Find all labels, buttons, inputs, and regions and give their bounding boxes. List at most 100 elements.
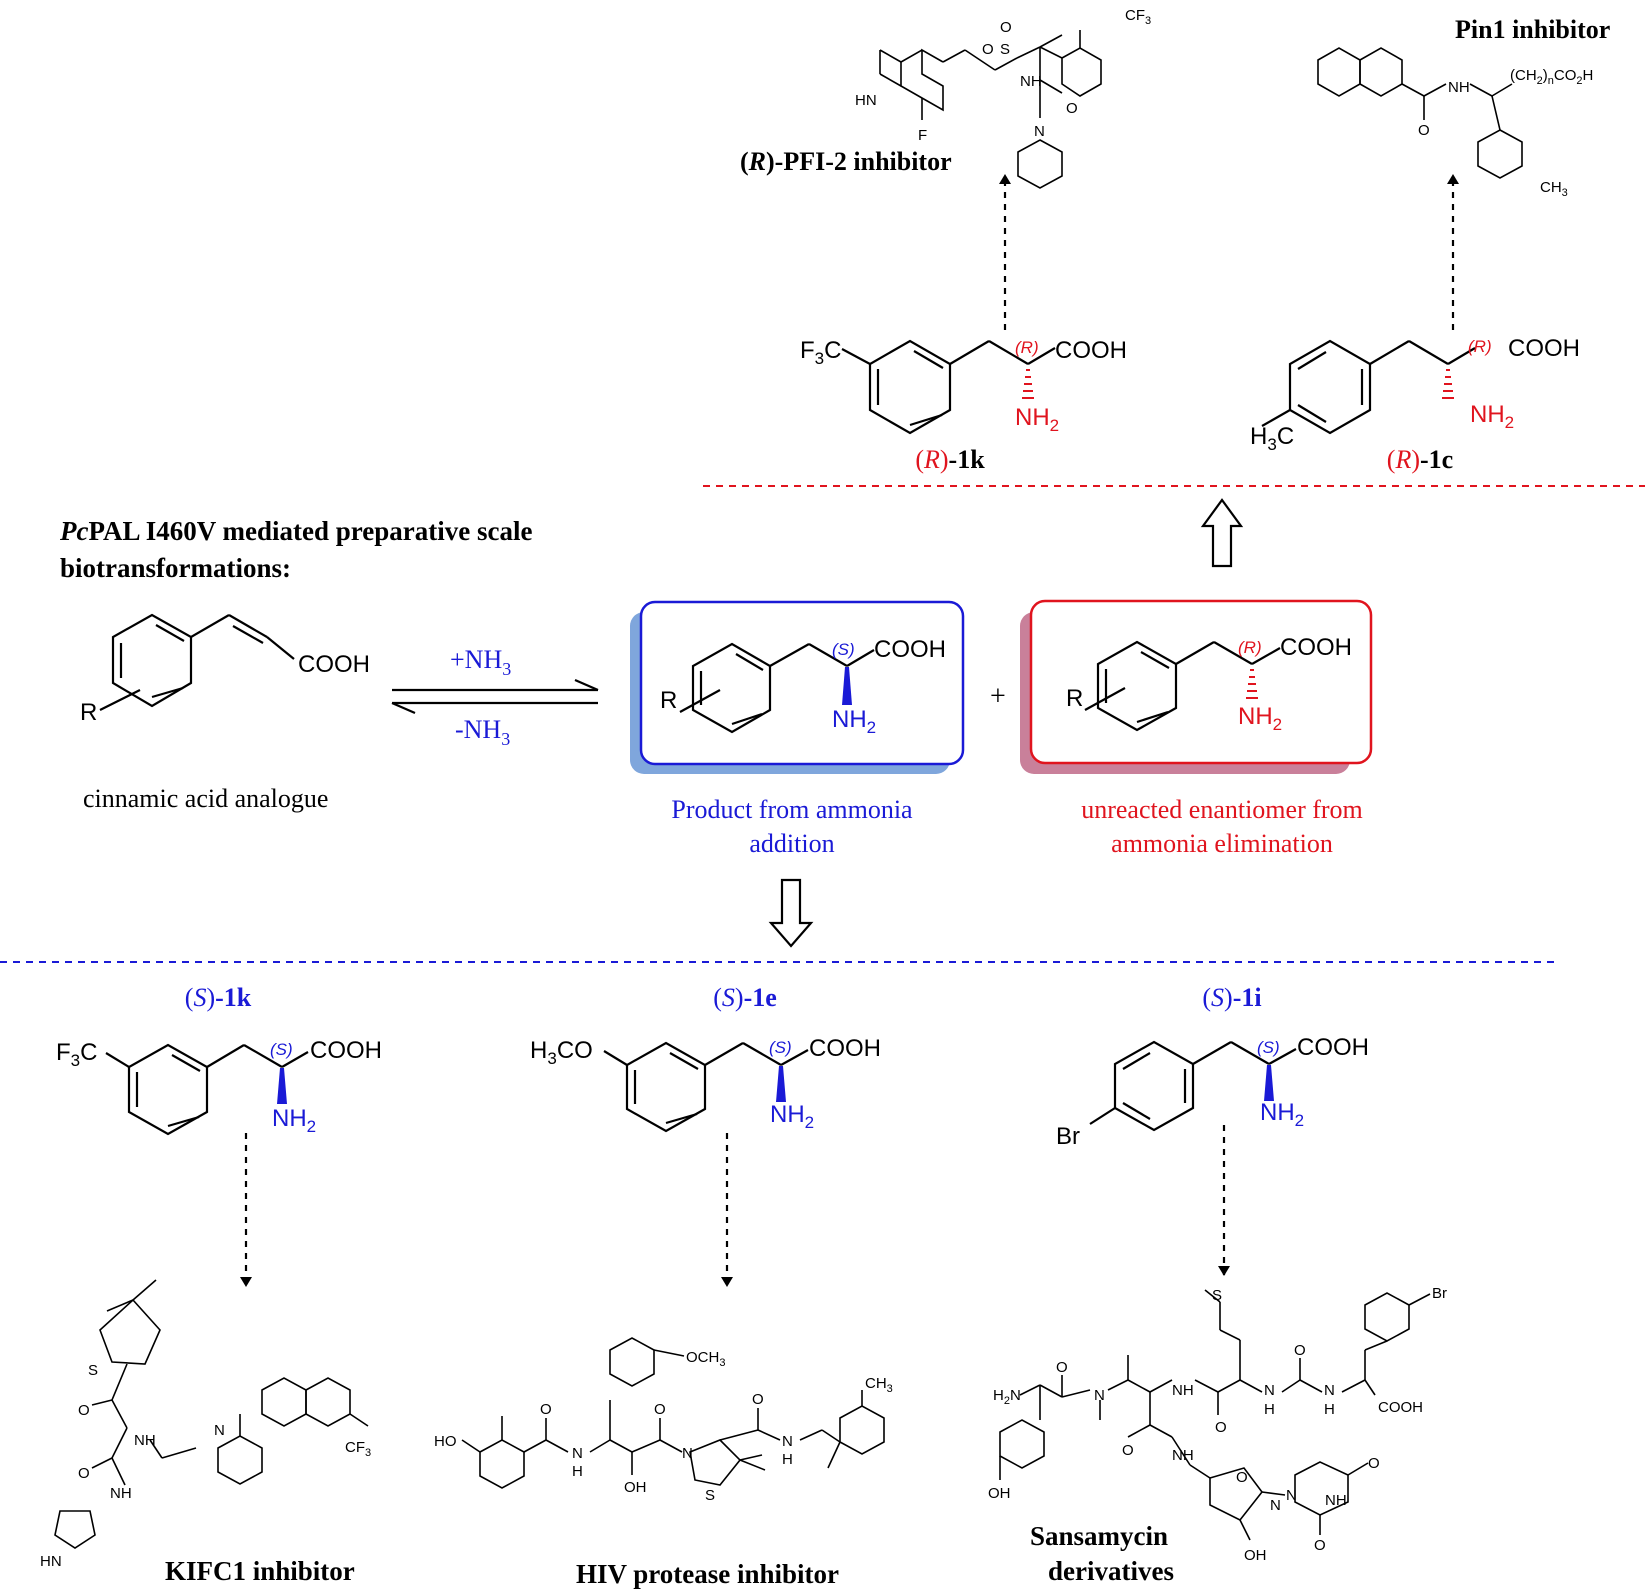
s-1i-structure [1089,1040,1297,1132]
s-1k-cf3: F3C [56,1039,97,1070]
pfi2-hn: HN [855,92,877,109]
sansa-nh3: NH [1325,1492,1347,1509]
pfi2-nh: NH [1020,73,1042,90]
substrate-caption: cinnamic acid analogue [83,784,328,813]
heading-line2: biotransformations: [60,553,291,583]
forward-label: +NH3 [450,645,511,679]
hiv-ho: HO [434,1433,457,1450]
r-enantiomer-box [1029,599,1373,765]
s-box-caption1: Product from ammonia [671,795,913,824]
sansa-nh2: NH [1172,1447,1194,1464]
s-1e-wedge [776,1066,786,1102]
r-box-caption2: ammonia elimination [1111,829,1333,858]
s-1k-label: (S)-1k [185,983,252,1012]
kifc1-o1: O [78,1402,90,1419]
hiv-oh: OH [624,1479,647,1496]
sansa-o4: O [1294,1342,1306,1359]
hiv-s: S [705,1487,715,1504]
r-1k-stereo: (R) [1015,338,1039,357]
r-box-hash [1246,669,1258,699]
sansa-structure [999,1289,1431,1541]
s-product-box [639,600,965,766]
r-box-amine: NH2 [1238,703,1282,734]
s-box-acid: COOH [874,636,946,663]
sansa-n3: N [1324,1382,1335,1399]
pin1-structure [1317,47,1523,179]
hiv-structure [461,1337,885,1489]
r-box-stereo: (R) [1238,638,1262,657]
pfi2-n: N [1034,123,1045,140]
r-1c-ch3: H3C [1250,423,1294,454]
sansa-o6: O [1368,1455,1380,1472]
sansa-oh2: OH [1244,1547,1267,1564]
r-1c-hash [1442,369,1454,399]
s-1e-label: (S)-1e [713,983,777,1012]
s-1e-acid: COOH [809,1035,881,1062]
s-box-amine: NH2 [832,706,876,737]
s-box-wedge [842,667,852,705]
hiv-o1: O [540,1401,552,1418]
pin1-nh: NH [1448,79,1470,96]
kifc1-hn: HN [40,1553,62,1570]
s-1k-amine: NH2 [272,1105,316,1136]
hiv-label: HIV protease inhibitor [576,1559,839,1589]
sansa-o1: O [1056,1359,1068,1376]
s-1e-stereo: (S) [769,1038,792,1057]
pin1-ch3: CH3 [1540,179,1568,199]
pfi2-structure [879,30,1102,189]
equilibrium-arrows [391,678,599,715]
hiv-o2: O [654,1401,666,1418]
hiv-n2: N [682,1445,693,1462]
pin1-o: O [1418,122,1430,139]
sansa-o5: O [1236,1469,1248,1486]
s-box-structure [679,642,875,734]
plus-sign: + [990,681,1006,712]
kifc1-nh2: NH [110,1485,132,1502]
r-1k-structure [841,339,1056,435]
sansa-oh1: OH [988,1485,1011,1502]
pfi2-o1: O [1000,19,1012,36]
kifc1-o2: O [78,1465,90,1482]
r-box-structure [1084,640,1281,732]
kifc1-nh1: NH [134,1432,156,1449]
s-1i-br: Br [1056,1123,1080,1150]
s-1k-acid: COOH [310,1037,382,1064]
s-box-r: R [660,687,677,714]
s-1i-amine: NH2 [1260,1099,1304,1130]
s-1e-amine: NH2 [770,1101,814,1132]
kifc1-cf3: CF3 [345,1439,371,1459]
sansa-n1: N [1094,1387,1105,1404]
s-1e-structure [603,1041,809,1133]
hiv-ch3: CH3 [865,1375,893,1395]
r-1k-acid: COOH [1055,337,1127,364]
pfi2-o3: O [1066,100,1078,117]
r-1c-amine: NH2 [1470,401,1514,432]
sansa-h2n: H2N [993,1387,1021,1407]
kifc1-n: N [214,1422,225,1439]
sansa-n5: N [1270,1497,1281,1514]
pfi2-cf3: CF3 [1125,7,1151,27]
r-box-r: R [1066,685,1083,712]
s-1i-label: (S)-1i [1202,983,1261,1012]
kifc1-s: S [88,1362,98,1379]
hiv-n3: N [782,1433,793,1450]
s-1i-acid: COOH [1297,1034,1369,1061]
pin1-label: Pin1 inhibitor [1455,15,1610,44]
sansa-s: S [1212,1287,1222,1304]
r-1c-structure [1261,339,1476,435]
sansa-o3: O [1122,1442,1134,1459]
sansa-o7: O [1314,1537,1326,1554]
hollow-arrow-down [768,878,814,948]
r-1c-label: (R)-1c [1387,445,1453,474]
pin1-chain: (CH2)nCO2H [1510,67,1593,87]
heading-line1: PcPAL I460V mediated preparative scale [59,516,532,546]
r-box-caption1: unreacted enantiomer from [1081,795,1363,824]
pfi2-o2: O [982,41,994,58]
sansa-label1: Sansamycin [1030,1521,1168,1551]
sansa-cooh: COOH [1378,1399,1423,1416]
sansa-n2: N [1264,1382,1275,1399]
substrate-r: R [80,699,97,726]
s-1k-wedge [277,1068,287,1104]
